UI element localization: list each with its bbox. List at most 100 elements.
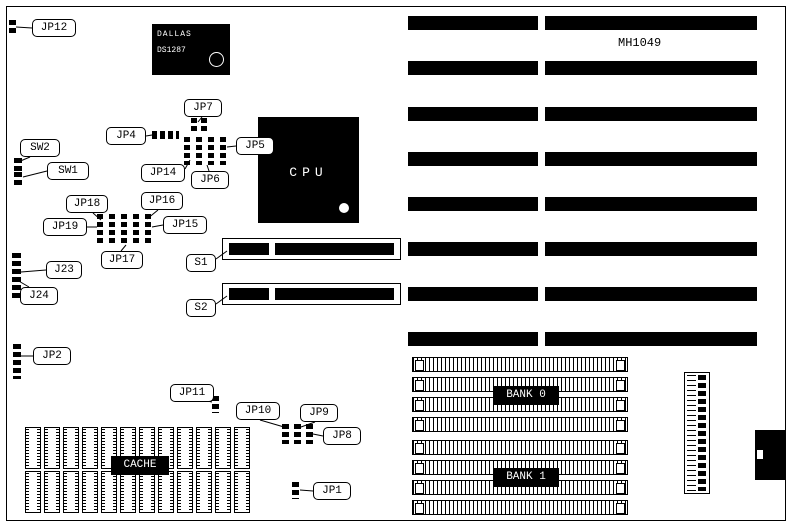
callout-jp11: JP11 xyxy=(170,384,214,402)
power-connector xyxy=(684,372,710,494)
cache-chip xyxy=(101,427,117,469)
bank0-label: BANK 0 xyxy=(493,386,559,405)
sw1-switch xyxy=(14,172,22,185)
cache-chip xyxy=(44,471,60,513)
jp10-header xyxy=(282,424,289,444)
isa-slot-1-seg-b xyxy=(545,16,757,30)
jp14-header xyxy=(184,137,190,165)
callout-jp5: JP5 xyxy=(236,137,274,155)
isa-slot-3-seg-a xyxy=(408,107,538,121)
isa-slot-6-seg-a xyxy=(408,242,538,256)
isa-slot-1-seg-a xyxy=(408,16,538,30)
jp2-header xyxy=(13,344,21,379)
cpu-label: CPU xyxy=(289,165,328,180)
callout-jp1: JP1 xyxy=(313,482,351,500)
cache-chip xyxy=(177,471,193,513)
dallas-logo-icon xyxy=(209,52,224,67)
callout-jp19: JP19 xyxy=(43,218,87,236)
jp15-header xyxy=(133,214,139,245)
bank1-label: BANK 1 xyxy=(493,468,559,487)
callout-jp16: JP16 xyxy=(141,192,183,210)
callout-sw2: SW2 xyxy=(20,139,60,157)
callout-jp10: JP10 xyxy=(236,402,280,420)
isa-slot-4-seg-a xyxy=(408,152,538,166)
jp18-header xyxy=(97,214,103,245)
jp8-header xyxy=(306,424,313,444)
isa-slot-6-seg-b xyxy=(545,242,757,256)
isa-slot-5-seg-b xyxy=(545,197,757,211)
jp9-header xyxy=(294,424,301,444)
cache-chip xyxy=(215,427,231,469)
cache-chip xyxy=(101,471,117,513)
callout-sw1: SW1 xyxy=(47,162,89,180)
cache-chip xyxy=(215,471,231,513)
simm-socket-5 xyxy=(412,440,628,455)
jp11-header xyxy=(212,396,219,413)
simm-socket-4 xyxy=(412,417,628,432)
vlb-s2-seg-a xyxy=(229,288,269,300)
isa-slot-2-seg-b xyxy=(545,61,757,75)
callout-jp2: JP2 xyxy=(33,347,71,365)
cache-chip xyxy=(196,471,212,513)
isa-slot-8-seg-a xyxy=(408,332,538,346)
cpu-pin1-marker xyxy=(339,203,349,213)
jp17-header xyxy=(121,214,127,245)
cache-chip xyxy=(196,427,212,469)
isa-slot-7-seg-a xyxy=(408,287,538,301)
vlb-s2-seg-b xyxy=(275,288,394,300)
cache-chip xyxy=(63,427,79,469)
jp12-header xyxy=(9,20,16,34)
callout-s1: S1 xyxy=(186,254,216,272)
cache-chip xyxy=(63,471,79,513)
dallas-brand: DALLAS xyxy=(157,30,192,39)
callout-jp15: JP15 xyxy=(163,216,207,234)
jp5-header xyxy=(220,137,226,165)
cache-chip xyxy=(25,427,41,469)
cache-chip xyxy=(25,471,41,513)
callout-jp9: JP9 xyxy=(300,404,338,422)
dallas-rtc-chip: DALLAS DS1287 xyxy=(152,24,230,75)
isa-slot-8-seg-b xyxy=(545,332,757,346)
jp7-header-a xyxy=(191,118,197,134)
sw2-switch xyxy=(14,158,22,171)
jp16-header xyxy=(145,214,151,245)
callout-jp12: JP12 xyxy=(32,19,76,37)
callout-jp17: JP17 xyxy=(101,251,143,269)
dallas-part: DS1287 xyxy=(157,46,186,55)
cache-chip xyxy=(234,471,250,513)
isa-slot-3-seg-b xyxy=(545,107,757,121)
board-outline xyxy=(6,6,786,521)
vlb-slot-s2 xyxy=(222,283,401,305)
jp19-header xyxy=(109,214,115,245)
cache-chip xyxy=(177,427,193,469)
isa-slot-4-seg-b xyxy=(545,152,757,166)
cache-chip xyxy=(82,471,98,513)
callout-jp6: JP6 xyxy=(191,171,229,189)
cache-chip xyxy=(158,471,174,513)
callout-j24: J24 xyxy=(20,287,58,305)
keyboard-connector-notch xyxy=(757,450,763,459)
jp4-header xyxy=(152,131,179,139)
callout-jp7: JP7 xyxy=(184,99,222,117)
callout-jp14: JP14 xyxy=(141,164,185,182)
simm-socket-8 xyxy=(412,500,628,515)
callout-j23: J23 xyxy=(46,261,82,279)
cache-label: CACHE xyxy=(111,456,169,475)
jp7-header-b xyxy=(201,118,207,134)
isa-slot-5-seg-a xyxy=(408,197,538,211)
cpu-chip: CPU xyxy=(258,117,359,223)
board-model: MH1049 xyxy=(618,36,662,50)
jp6-header xyxy=(196,137,202,165)
cache-chip xyxy=(82,427,98,469)
callout-jp8: JP8 xyxy=(323,427,361,445)
cache-chip xyxy=(234,427,250,469)
callout-jp4: JP4 xyxy=(106,127,146,145)
isa-slot-7-seg-b xyxy=(545,287,757,301)
simm-socket-1 xyxy=(412,357,628,372)
jumper-header xyxy=(208,137,214,165)
cache-chip xyxy=(44,427,60,469)
keyboard-connector xyxy=(755,430,785,480)
callout-jp18: JP18 xyxy=(66,195,108,213)
